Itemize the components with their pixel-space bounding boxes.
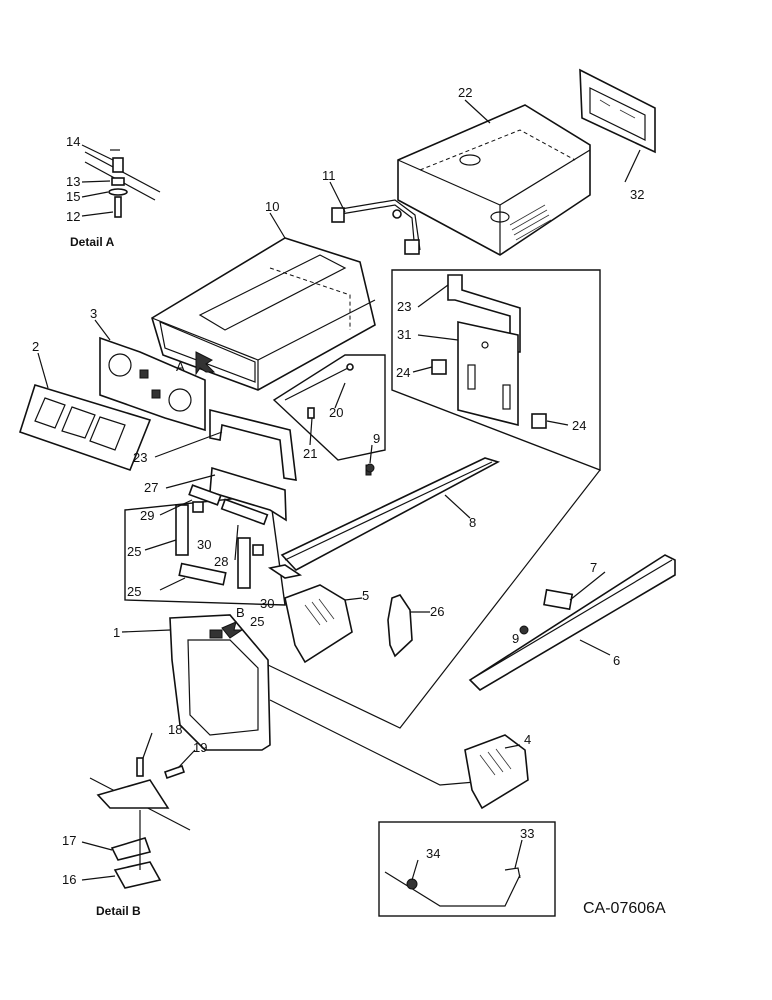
callout-21: 21 (303, 446, 317, 461)
foam-part-28 (220, 498, 269, 526)
detail-b-group (89, 757, 191, 889)
detail-a-caption: Detail A (70, 235, 115, 249)
pad-part-30-b (252, 544, 264, 556)
callout-17: 17 (62, 833, 76, 848)
foam-part-25-a (175, 504, 189, 556)
callout-30-upper: 30 (197, 537, 211, 552)
callout-8: 8 (469, 515, 476, 530)
callout-labels: 14 13 15 12 22 32 11 10 3 2 A 23 31 24 2… (32, 85, 644, 887)
callout-26: 26 (430, 604, 444, 619)
pad-part-24-right (531, 413, 547, 429)
drawing-code: CA-07606A (583, 900, 666, 917)
callout-28: 28 (214, 554, 228, 569)
foam-part-25-b (237, 537, 251, 589)
callout-6: 6 (613, 653, 620, 668)
panel-part-5 (284, 584, 353, 664)
grommet-part-34 (406, 878, 418, 890)
frame-part-1 (169, 614, 271, 751)
rod-part-11 (331, 199, 421, 255)
callout-19: 19 (193, 740, 207, 755)
panel-part-4 (464, 734, 529, 810)
callout-34: 34 (426, 846, 440, 861)
callout-20: 20 (329, 405, 343, 420)
callout-16: 16 (62, 872, 76, 887)
callout-29: 29 (140, 508, 154, 523)
latch-kit-frame (272, 354, 386, 461)
detail-a-group (81, 144, 161, 218)
leader-line-panel-4 (269, 699, 476, 786)
spacer-part-14 (112, 157, 124, 173)
callout-33: 33 (520, 826, 534, 841)
plate-part-27 (209, 466, 287, 522)
bracket-part-3 (99, 336, 206, 432)
callout-22: 22 (458, 85, 472, 100)
shield-part-26 (387, 594, 413, 658)
callout-24-left: 24 (396, 365, 410, 380)
callout-10: 10 (265, 199, 279, 214)
screw-part-9-upper (365, 463, 375, 473)
callout-25-b: 25 (127, 584, 141, 599)
panel-part-32 (579, 68, 656, 154)
callout-23-lower: 23 (133, 450, 147, 465)
view-marker-b: B (236, 605, 245, 620)
seal-kit-frame-2 (124, 494, 286, 606)
callout-18: 18 (168, 722, 182, 737)
plate-part-16 (113, 861, 162, 889)
callout-11: 11 (322, 168, 336, 183)
callout-15: 15 (66, 189, 80, 204)
callout-7: 7 (590, 560, 597, 575)
rail-part-6 (468, 554, 676, 692)
plate-part-31 (457, 321, 519, 427)
callout-12: 12 (66, 209, 80, 224)
callout-14: 14 (66, 134, 80, 149)
view-arrow-b (221, 621, 244, 639)
callout-32: 32 (630, 187, 644, 202)
rail-part-8 (267, 457, 501, 579)
bolt-part-12 (114, 196, 122, 218)
callout-30-lower: 30 (260, 596, 274, 611)
callout-25-c: 25 (250, 614, 264, 629)
screw-part-9-lower (519, 625, 529, 635)
bolt-part-18 (136, 757, 144, 777)
callout-4: 4 (524, 732, 531, 747)
foam-part-29 (188, 484, 222, 506)
callout-13: 13 (66, 174, 80, 189)
view-marker-a: A (176, 359, 185, 374)
callout-27: 27 (144, 480, 158, 495)
lever-part-17 (110, 837, 152, 861)
callout-9-lower: 9 (512, 631, 519, 646)
seal-part-23-lower (209, 408, 297, 481)
grille-part-2 (19, 384, 152, 472)
leader-line-frame (267, 469, 601, 729)
callout-25-a: 25 (127, 544, 141, 559)
nut-part-13 (111, 177, 125, 186)
leader-lines (37, 99, 641, 881)
detail-b-caption: Detail B (96, 904, 141, 918)
callout-2: 2 (32, 339, 39, 354)
bracket-part-7 (543, 588, 574, 611)
view-arrow-a (195, 351, 216, 376)
callout-31: 31 (397, 327, 411, 342)
callout-9-upper: 9 (373, 431, 380, 446)
callout-5: 5 (362, 588, 369, 603)
pad-part-24-left (431, 359, 447, 375)
foam-part-25-c (178, 562, 227, 586)
cover-part-22 (397, 104, 591, 256)
callout-24-right: 24 (572, 418, 586, 433)
rod-part-33 (504, 867, 521, 879)
spring-part-19 (163, 764, 186, 780)
hood-part-10 (151, 237, 376, 391)
callout-3: 3 (90, 306, 97, 321)
callout-23-upper: 23 (397, 299, 411, 314)
callout-1: 1 (113, 625, 120, 640)
pad-part-30-a (192, 501, 204, 513)
washer-part-15 (108, 188, 128, 196)
